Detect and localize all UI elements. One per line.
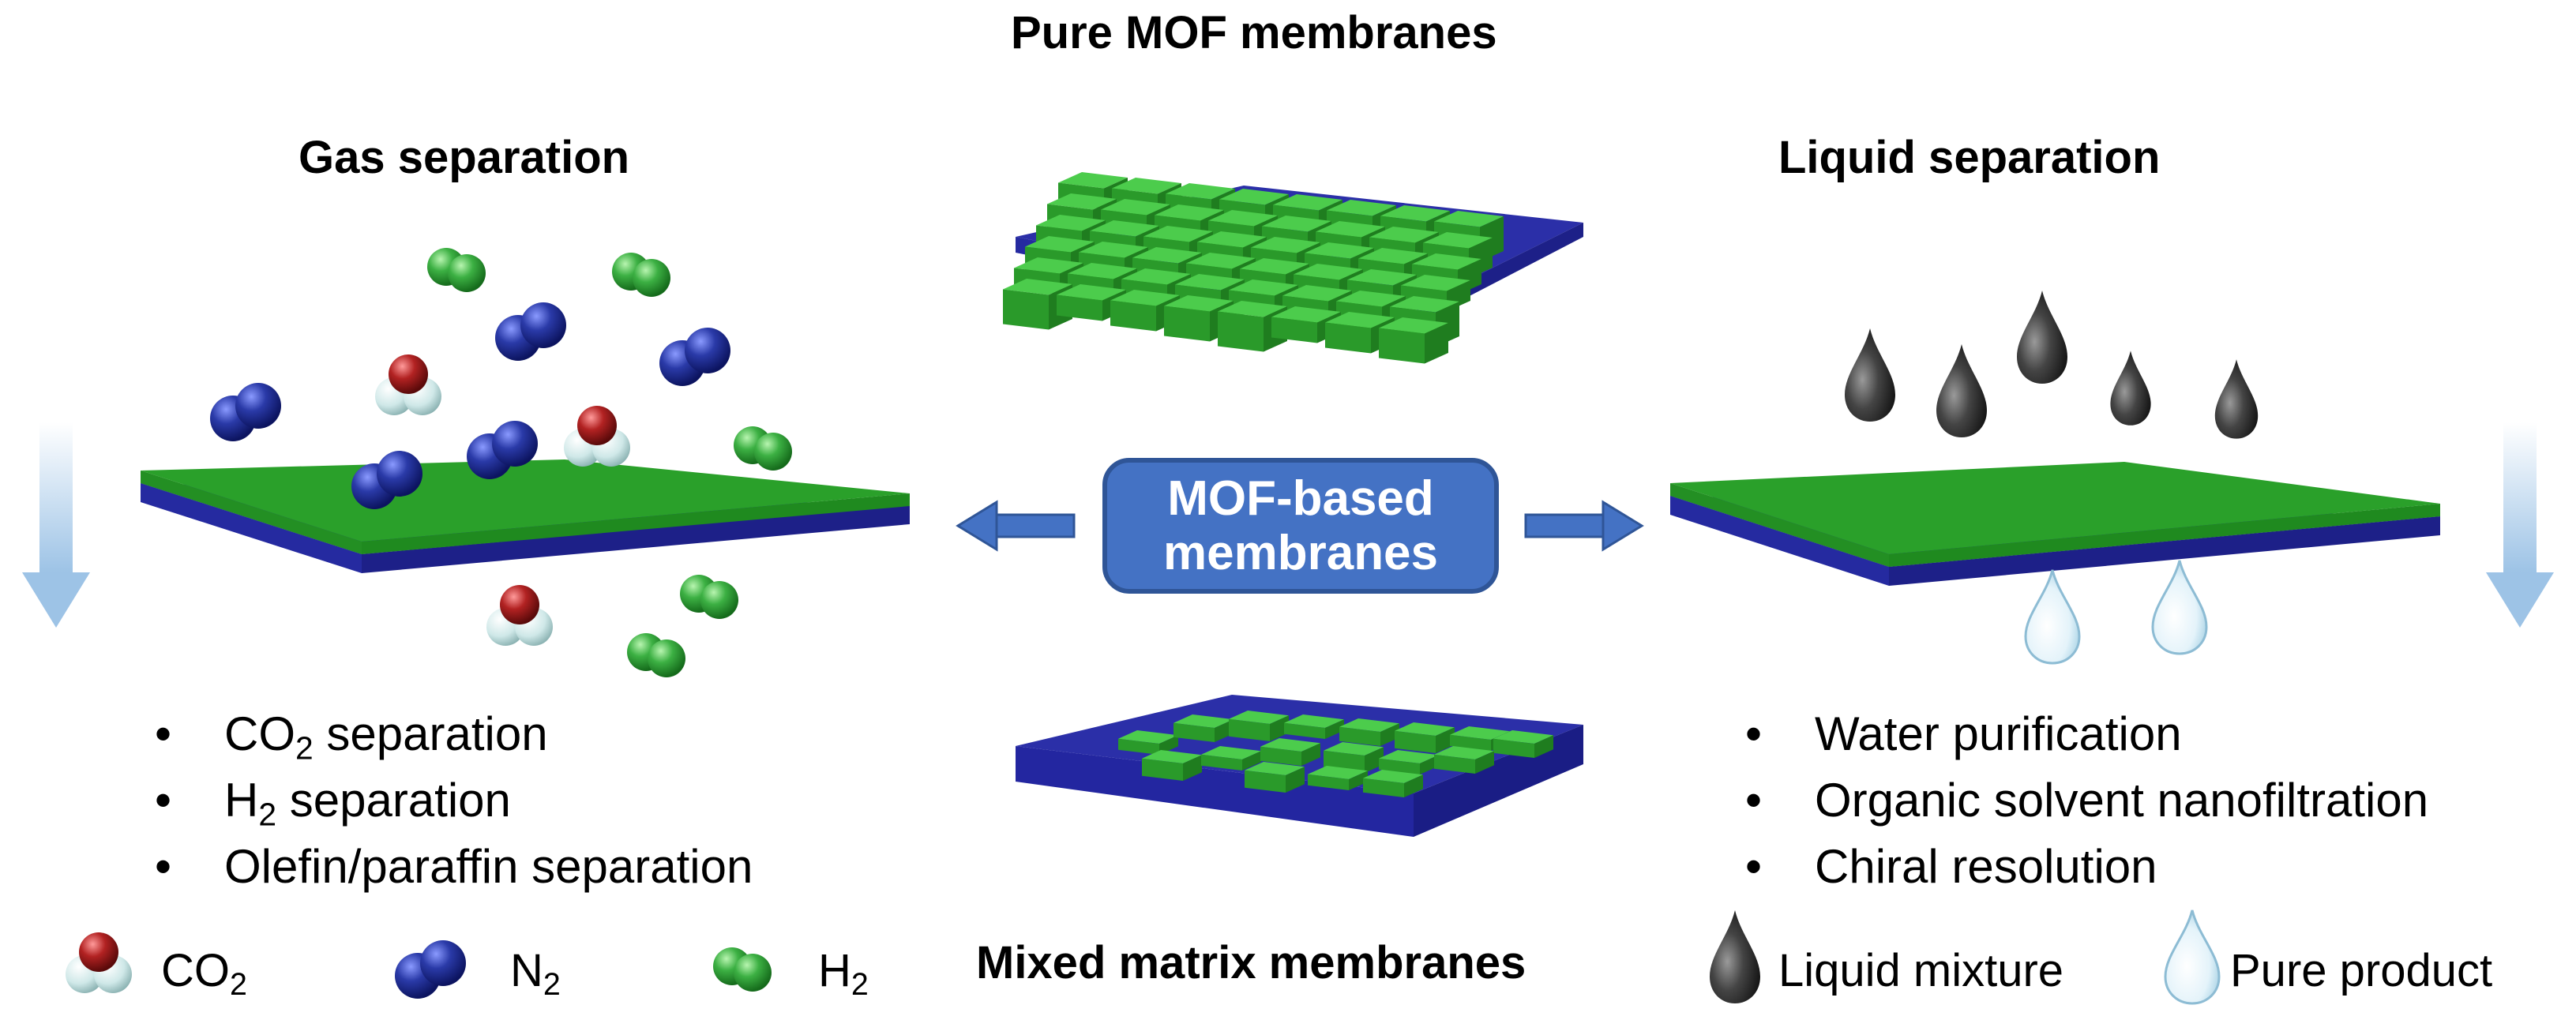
right-arrow — [1524, 500, 1644, 552]
liquid-membrane — [1670, 462, 2440, 586]
right-down-arrow — [2486, 422, 2554, 628]
title-pure-mof-membranes: Pure MOF membranes — [1011, 7, 1497, 58]
bullet: • — [155, 840, 172, 893]
legend-n2-icon — [395, 940, 466, 999]
bullet: • — [1745, 840, 1763, 893]
mof-filler-particle — [1434, 746, 1494, 774]
list-item: • Water purification — [1745, 701, 2428, 767]
mof-filler-particle — [1493, 730, 1553, 759]
bullet: • — [1745, 707, 1763, 760]
h2-molecule — [680, 575, 738, 619]
oil-droplet — [1936, 344, 1987, 437]
oil-droplet — [2017, 291, 2067, 384]
mof-filler-particle — [1245, 762, 1305, 793]
mof-crystal — [1379, 317, 1448, 364]
mof-filler-particle — [1308, 766, 1368, 791]
center-box-line2: membranes — [1162, 526, 1439, 580]
mof-filler-particle — [1118, 730, 1178, 756]
mof-filler-particle — [1142, 750, 1202, 782]
title-gas-separation: Gas separation — [299, 132, 630, 183]
legend-pure-product-icon — [2164, 909, 2221, 1005]
mof-filler-particle — [1201, 746, 1261, 771]
list-item: • H2 separation — [155, 767, 753, 834]
co2-molecule — [564, 406, 630, 467]
n2-molecule — [210, 383, 281, 441]
bullet: • — [155, 707, 172, 760]
oil-droplet — [2214, 359, 2259, 439]
title-mixed-matrix-membranes: Mixed matrix membranes — [976, 937, 1526, 988]
legend-co2-label: CO2 — [161, 945, 247, 1003]
liquid-applications-list: • Water purification • Organic solvent n… — [1745, 701, 2428, 900]
h2-molecule — [612, 253, 670, 297]
n2-molecule — [495, 302, 566, 361]
mof-filler-particle — [1339, 718, 1399, 747]
oil-droplet — [1845, 328, 1895, 422]
mof-filler-particle — [1395, 722, 1455, 754]
gas-membrane — [141, 459, 910, 573]
gas-applications-list: • CO2 separation • H2 separation • Olefi… — [155, 701, 753, 900]
title-liquid-separation: Liquid separation — [1778, 132, 2161, 183]
left-arrow — [956, 500, 1076, 552]
h2-molecule — [734, 426, 792, 471]
left-down-arrow — [22, 422, 90, 628]
mof-filler-particle — [1260, 738, 1320, 767]
bullet: • — [155, 774, 172, 827]
mof-filler-particle — [1363, 770, 1423, 798]
co2-molecule — [375, 354, 441, 415]
h2-molecule — [427, 248, 486, 292]
center-box-line1: MOF-based — [1167, 471, 1434, 526]
water-droplet — [2151, 559, 2208, 655]
n2-molecule — [659, 328, 730, 386]
water-droplet — [2024, 568, 2081, 665]
mof-filler-particle — [1379, 750, 1439, 775]
bullet: • — [1745, 774, 1763, 827]
list-item: • Chiral resolution — [1745, 834, 2428, 900]
legend-h2-label: H2 — [818, 945, 869, 1003]
legend-h2-icon — [713, 947, 772, 992]
gas-molecules — [210, 248, 792, 677]
mof-filler-particle — [1229, 711, 1289, 742]
legend-co2-icon — [66, 932, 132, 993]
h2-molecule — [627, 633, 685, 677]
legend-liquid-mixture-label: Liquid mixture — [1778, 945, 2064, 996]
list-item: • Olefin/paraffin separation — [155, 834, 753, 900]
legend-n2-label: N2 — [510, 945, 561, 1003]
pure-mof-membrane-illustration — [1003, 172, 1583, 364]
list-item: • Organic solvent nanofiltration — [1745, 767, 2428, 834]
legend-pure-product-label: Pure product — [2230, 945, 2493, 996]
legend-liquid-mixture-icon — [1710, 910, 1760, 1003]
oil-droplet — [2110, 351, 2151, 426]
mof-crystal — [1057, 284, 1126, 321]
mof-based-membranes-box: MOF-based membranes — [1102, 458, 1499, 594]
co2-molecule — [486, 585, 553, 646]
mof-filler-particle — [1324, 742, 1384, 774]
mixed-matrix-membrane-illustration — [1016, 695, 1583, 837]
mof-filler-particle — [1284, 714, 1344, 740]
list-item: • CO2 separation — [155, 701, 753, 767]
